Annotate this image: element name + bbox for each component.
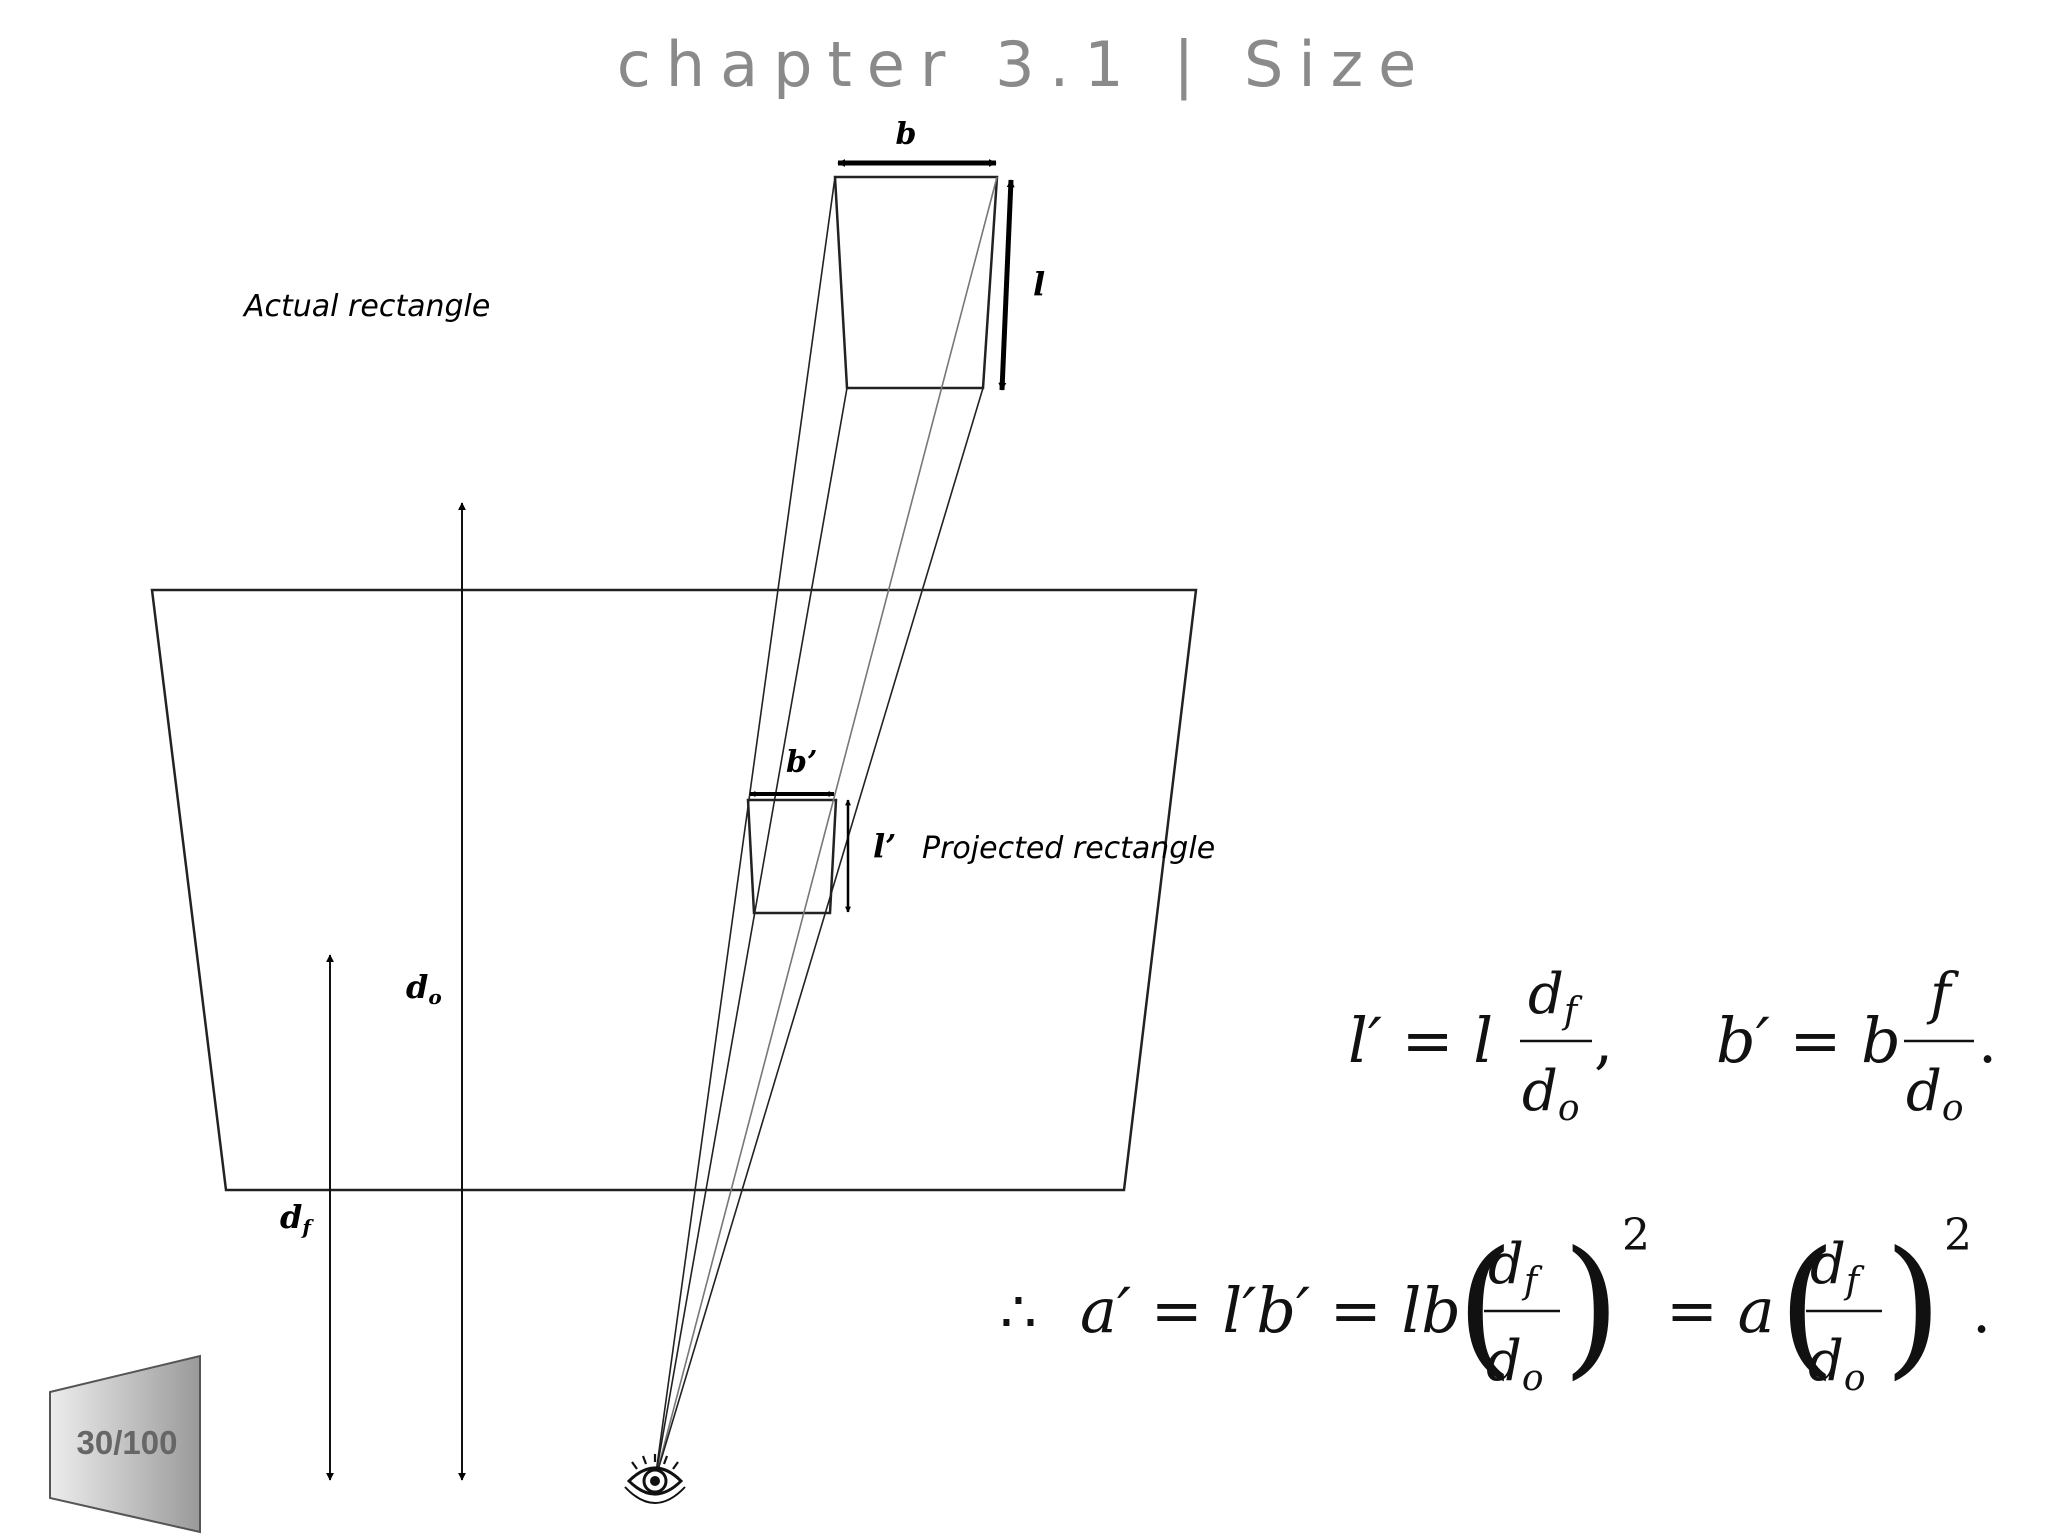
actual-rectangle bbox=[833, 175, 999, 390]
svg-text:,: , bbox=[1594, 1007, 1613, 1077]
svg-text:): ) bbox=[1562, 1220, 1621, 1394]
label-b: b bbox=[896, 117, 917, 152]
svg-text:): ) bbox=[1884, 1220, 1943, 1394]
svg-text:b′ = b: b′ = b bbox=[1716, 1004, 1901, 1077]
label-b-prime: b’ bbox=[786, 745, 817, 780]
svg-text:2: 2 bbox=[1622, 1210, 1650, 1261]
svg-text:.: . bbox=[1972, 1277, 1991, 1347]
label-projected-rectangle: Projected rectangle bbox=[922, 831, 1215, 866]
svg-text:do: do bbox=[1808, 1329, 1866, 1399]
svg-text:2: 2 bbox=[1944, 1210, 1972, 1261]
label-df: df bbox=[280, 1198, 314, 1239]
svg-text:∴: ∴ bbox=[1000, 1278, 1037, 1346]
svg-text:do: do bbox=[1522, 1059, 1580, 1129]
svg-text:do: do bbox=[1906, 1059, 1964, 1129]
svg-text:= a: = a bbox=[1666, 1274, 1775, 1347]
svg-text:(: ( bbox=[1456, 1220, 1515, 1394]
equation-b-prime: b′ = b f do . bbox=[1716, 962, 1997, 1129]
svg-text:l′ = l: l′ = l bbox=[1348, 1004, 1493, 1077]
equation-area: ∴ a′ = l′b′ = lb ( df do ) 2 = a ( df do… bbox=[1000, 1210, 1991, 1399]
l-dimension-arrow bbox=[998, 179, 1015, 391]
svg-text:df: df bbox=[1810, 1232, 1865, 1302]
projection-plane bbox=[150, 588, 1198, 1192]
svg-text:.: . bbox=[1978, 1007, 1997, 1077]
svg-text:a′ = l′b′ = lb: a′ = l′b′ = lb bbox=[1080, 1274, 1461, 1347]
equation-l-prime: l′ = l df do , bbox=[1348, 962, 1613, 1129]
svg-text:f: f bbox=[1926, 962, 1960, 1027]
label-l-prime: l’ bbox=[873, 827, 896, 865]
projection-rays bbox=[654, 176, 998, 1481]
label-l: l bbox=[1033, 265, 1045, 303]
svg-text:df: df bbox=[1488, 1232, 1543, 1302]
svg-text:(: ( bbox=[1778, 1220, 1837, 1394]
projected-rectangle bbox=[746, 798, 838, 915]
svg-text:do: do bbox=[1486, 1329, 1544, 1399]
eye-icon bbox=[624, 1454, 686, 1504]
slide-title: chapter 3.1 | Size bbox=[616, 28, 1432, 101]
label-actual-rectangle: Actual rectangle bbox=[242, 289, 490, 324]
svg-text:df: df bbox=[1528, 962, 1583, 1032]
page-badge bbox=[49, 1354, 201, 1534]
label-do: do bbox=[406, 968, 442, 1009]
page-counter: 30/100 bbox=[76, 1424, 178, 1461]
